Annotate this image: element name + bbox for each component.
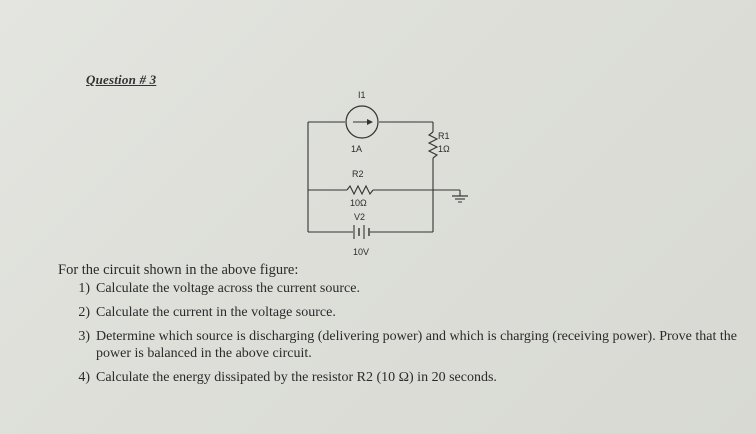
resistor-r1-value: 1Ω [438, 144, 450, 154]
current-source-value: 1A [351, 144, 362, 154]
question-title: Question # 3 [86, 72, 157, 87]
resistor-r1-name: R1 [438, 131, 450, 141]
list-item: 1) Calculate the voltage across the curr… [60, 280, 740, 297]
resistor-r2-name: R2 [352, 169, 364, 179]
current-source-i1-symbol [345, 105, 379, 139]
resistor-r2-symbol [346, 184, 374, 196]
resistor-r2-value: 10Ω [350, 198, 367, 208]
list-item-text: Determine which source is discharging (d… [96, 329, 737, 361]
list-item-number: 4) [78, 370, 90, 385]
list-item: 2) Calculate the current in the voltage … [60, 304, 740, 321]
list-item-number: 3) [78, 329, 90, 344]
circuit-diagram: I1 1A R1 1Ω R2 10Ω V2 10V [290, 82, 490, 272]
list-item-number: 1) [78, 281, 90, 296]
list-item-number: 2) [78, 305, 90, 320]
current-source-arrow-head [367, 119, 373, 125]
question-list: 1) Calculate the voltage across the curr… [60, 280, 740, 386]
list-item-text: Calculate the energy dissipated by the r… [96, 370, 497, 385]
list-item: 4) Calculate the energy dissipated by th… [60, 369, 740, 386]
resistor-r1-symbol [427, 131, 439, 159]
list-item-text: Calculate the current in the voltage sou… [96, 305, 336, 320]
circuit-schematic: I1 1A R1 1Ω R2 10Ω V2 10V [307, 90, 468, 257]
current-source-name: I1 [358, 90, 366, 100]
list-item-text: Calculate the voltage across the current… [96, 281, 360, 296]
voltage-source-name: V2 [354, 212, 365, 222]
list-item: 3) Determine which source is discharging… [60, 328, 740, 362]
intro-text: For the circuit shown in the above figur… [58, 262, 299, 278]
voltage-source-value: 10V [353, 247, 369, 257]
